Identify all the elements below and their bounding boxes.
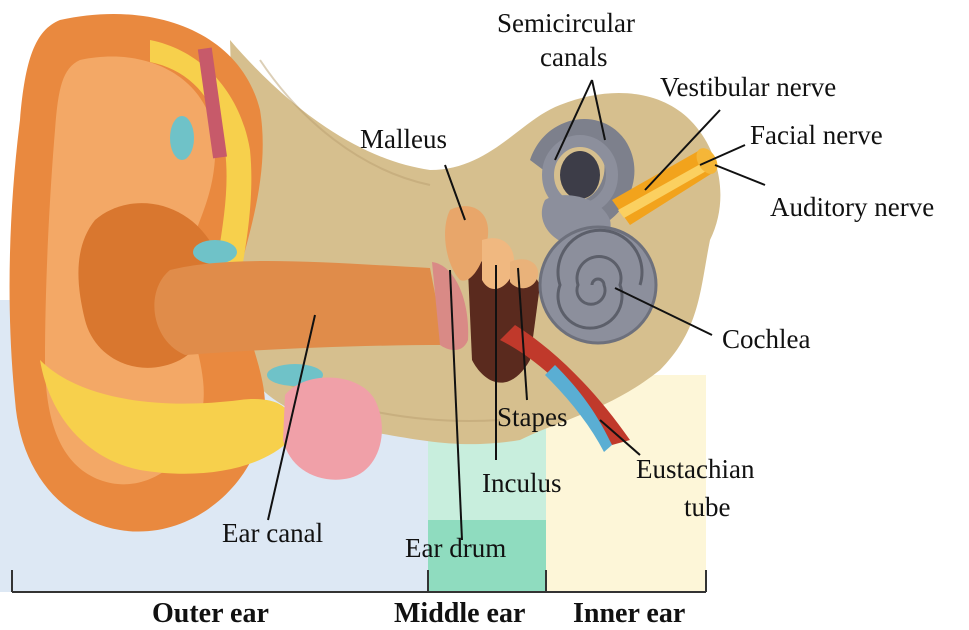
label-malleus: Malleus <box>360 126 447 153</box>
label-eustachian-2: tube <box>684 494 731 521</box>
label-semicircular-1: Semicircular <box>497 10 635 37</box>
label-inculus: Inculus <box>482 470 561 497</box>
section-inner-ear: Inner ear <box>573 600 685 628</box>
cartilage-pocket-2 <box>193 240 237 264</box>
label-auditory-nerve: Auditory nerve <box>770 194 934 221</box>
label-cochlea: Cochlea <box>722 326 810 353</box>
label-stapes: Stapes <box>497 404 568 431</box>
label-ear-canal: Ear canal <box>222 520 323 547</box>
label-ear-drum: Ear drum <box>405 535 506 562</box>
label-eustachian-1: Eustachian <box>636 456 754 483</box>
ear-canal-shape <box>154 261 445 355</box>
cartilage-pocket-1 <box>170 116 194 160</box>
label-facial-nerve: Facial nerve <box>750 122 883 149</box>
canal-loop <box>560 151 600 199</box>
section-middle-ear: Middle ear <box>394 600 525 628</box>
label-semicircular-2: canals <box>540 44 607 71</box>
section-outer-ear: Outer ear <box>152 600 269 628</box>
label-vestibular-nerve: Vestibular nerve <box>660 74 836 101</box>
leader-auditory <box>715 165 765 185</box>
